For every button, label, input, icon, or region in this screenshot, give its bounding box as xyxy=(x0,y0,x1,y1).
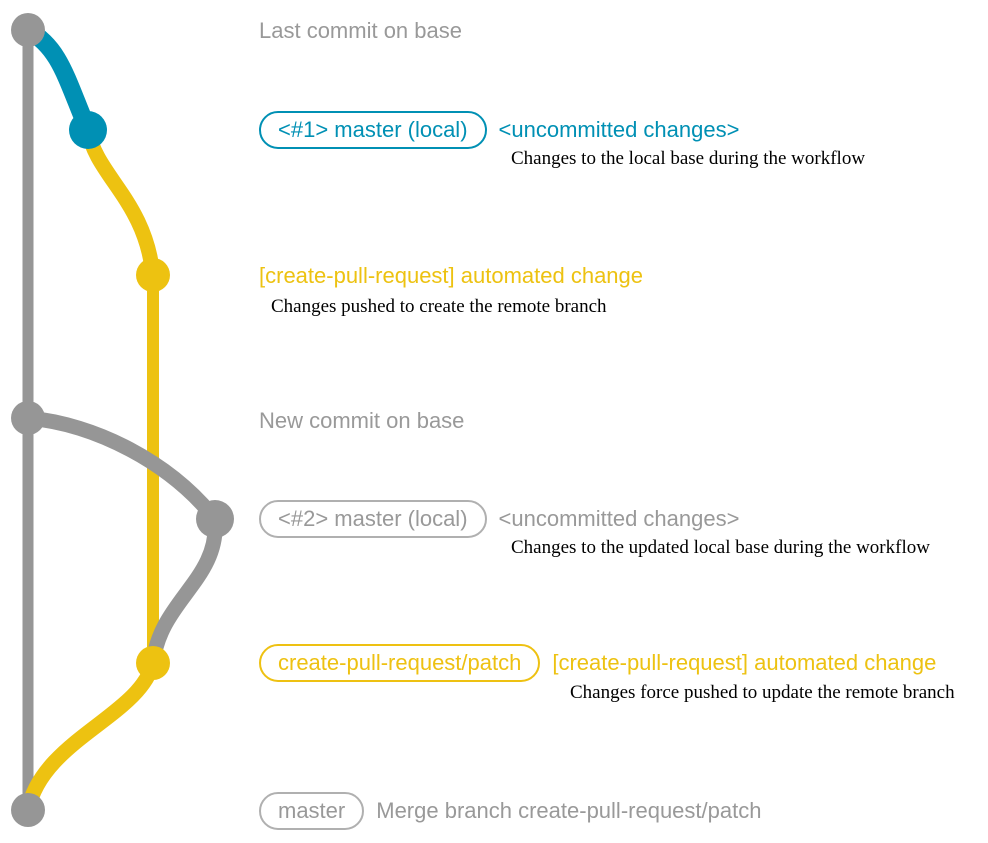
headline-uncommitted-changes-1: <uncommitted changes> xyxy=(498,117,740,142)
headline-last-commit-on-base: Last commit on base xyxy=(259,18,462,43)
row-merge-commit: master Merge branch create-pull-request/… xyxy=(259,792,761,830)
branch-pill-master-local-1[interactable]: <#1> master (local) xyxy=(259,111,487,149)
commit-node-uncommitted-changes-2[interactable] xyxy=(196,500,234,538)
edge-patch-2-to-merge xyxy=(20,655,161,818)
commit-node-new-commit-on-base[interactable] xyxy=(11,401,45,435)
headline-merge-commit: Merge branch create-pull-request/patch xyxy=(376,798,762,823)
branch-pill-master[interactable]: master xyxy=(259,792,365,830)
commit-node-automated-change-2[interactable] xyxy=(136,646,170,680)
description-uncommitted-changes-1: Changes to the local base during the wor… xyxy=(511,148,866,169)
edge-local-2-to-patch-2 xyxy=(145,511,223,671)
description-automated-change-2: Changes force pushed to update the remot… xyxy=(570,682,955,703)
headline-automated-change-2: [create-pull-request] automated change xyxy=(552,650,937,675)
commit-node-uncommitted-changes-1[interactable] xyxy=(69,111,107,149)
commit-node-last-commit-on-base[interactable] xyxy=(11,13,45,47)
headline-new-commit-on-base: New commit on base xyxy=(259,408,465,433)
commit-node-automated-change-1[interactable] xyxy=(136,258,170,292)
row-uncommitted-changes-2: <#2> master (local) <uncommitted changes… xyxy=(259,500,739,538)
branch-pill-create-pull-request-patch[interactable]: create-pull-request/patch xyxy=(259,644,541,682)
branch-pill-master-local-2[interactable]: <#2> master (local) xyxy=(259,500,487,538)
edge-base-to-local-2 xyxy=(20,410,223,527)
headline-automated-change-1: [create-pull-request] automated change xyxy=(259,263,644,288)
commit-node-merge-commit[interactable] xyxy=(11,793,45,827)
description-uncommitted-changes-2: Changes to the updated local base during… xyxy=(511,537,930,558)
row-uncommitted-changes-1: <#1> master (local) <uncommitted changes… xyxy=(259,111,739,149)
row-automated-change-2: create-pull-request/patch [create-pull-r… xyxy=(259,644,936,682)
headline-uncommitted-changes-2: <uncommitted changes> xyxy=(498,506,740,531)
description-automated-change-1: Changes pushed to create the remote bran… xyxy=(271,296,607,317)
